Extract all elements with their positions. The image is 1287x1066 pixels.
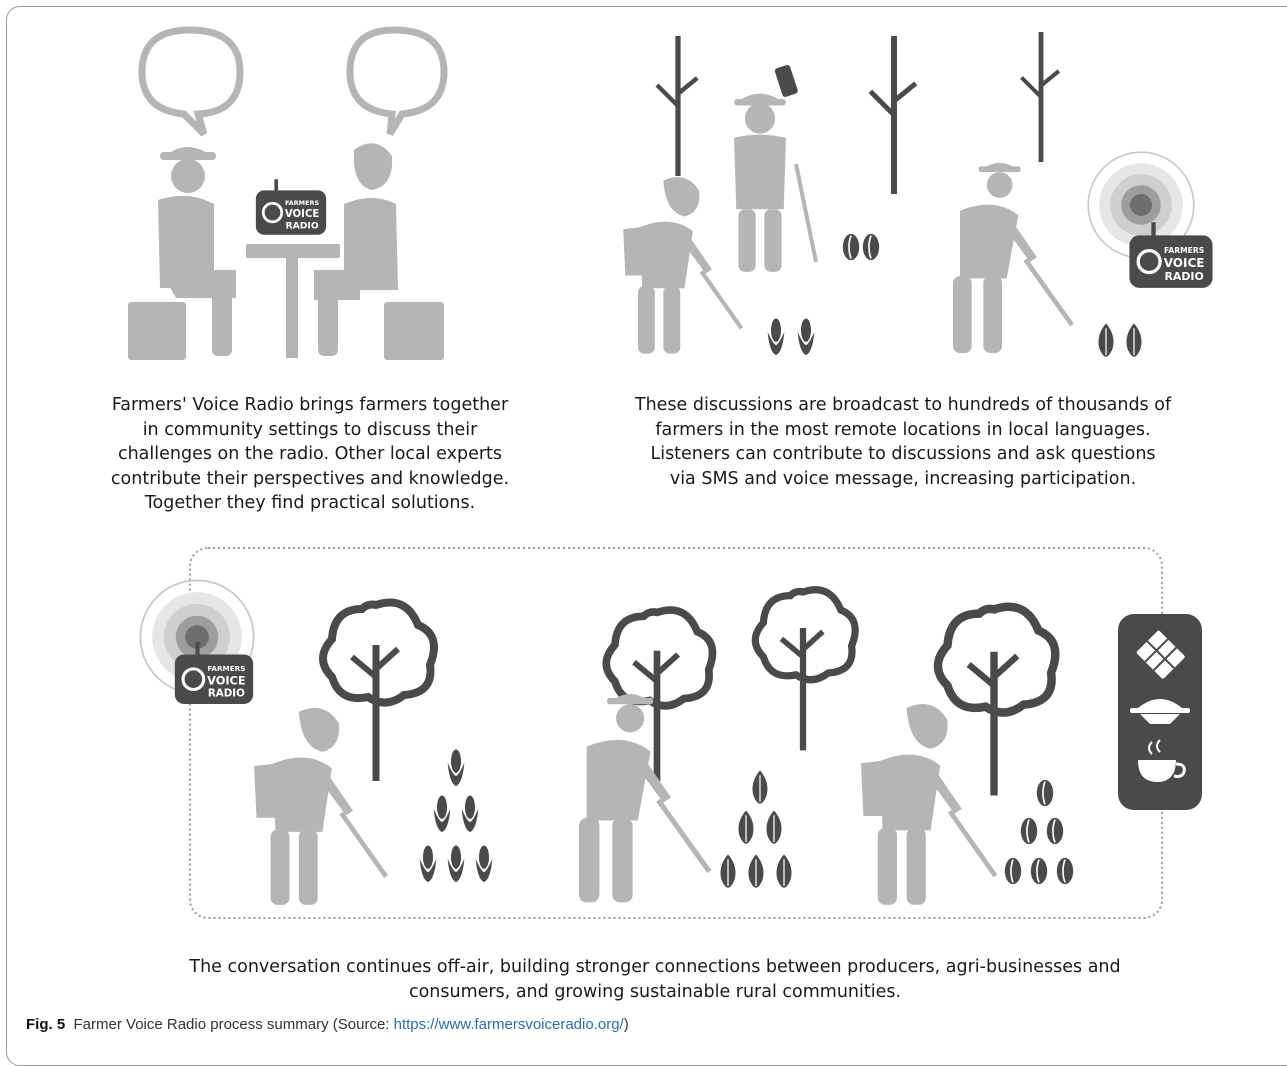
corn-pile (419, 749, 493, 883)
farmer-woman-icon (254, 708, 386, 905)
figure-caption: Fig. 5 Farmer Voice Radio process summar… (26, 1016, 629, 1033)
caption-line: Farmers' Voice Radio brings farmers toge… (111, 395, 509, 415)
farmer-with-phone (734, 64, 818, 272)
tree-icon (1022, 32, 1059, 162)
figure-label: Fig. 5 (26, 1016, 66, 1033)
corn-icon (767, 318, 785, 356)
farmer-woman-icon (861, 704, 995, 905)
coffee-bean-icon (862, 232, 880, 262)
radio-icon (254, 177, 328, 237)
process-illustration: FARMERS VOICE RADIO (128, 26, 1287, 919)
cocoa-pod-icon (1125, 322, 1143, 358)
caption-discussion: Farmers' Voice Radio brings farmers toge… (60, 393, 560, 516)
coffee-cup-icon (1138, 739, 1186, 782)
figure-caption-close: ) (623, 1016, 629, 1033)
tree-icon (938, 607, 1055, 796)
mobile-phone-icon (774, 64, 798, 97)
caption-line: The conversation continues off-air, buil… (189, 957, 1121, 977)
caption-line: in community settings to discuss their (142, 419, 478, 440)
tree-icon (657, 36, 697, 176)
panel-broadcast (623, 32, 1212, 358)
corn-icon (797, 318, 815, 356)
caption-line: consumers, and growing sustainable rural… (408, 981, 902, 1002)
caption-line: farmers in the most remote locations in … (655, 419, 1151, 440)
caption-community: The conversation continues off-air, buil… (100, 955, 1210, 1004)
cocoa-pile (719, 769, 793, 889)
caption-line: Listeners can contribute to discussions … (650, 444, 1156, 464)
farmer-icon (953, 163, 1072, 353)
tree-icon (870, 36, 915, 194)
caption-line: These discussions are broadcast to hundr… (634, 395, 1172, 415)
caption-line: Together they find practical solutions. (144, 493, 476, 513)
coffee-bean-icon (842, 232, 860, 262)
tree-icon (323, 603, 434, 782)
farmer-icon (579, 694, 709, 902)
caption-line: via SMS and voice message, increasing pa… (669, 468, 1137, 489)
farmer-seated-right (314, 143, 444, 360)
farmer-woman-icon (623, 177, 741, 354)
caption-line: contribute their perspectives and knowle… (110, 468, 510, 489)
chocolate-bar-icon (1136, 630, 1185, 679)
caption-line: challenges on the radio. Other local exp… (117, 444, 503, 464)
speech-bubble-icon (346, 26, 448, 136)
products-panel (1118, 614, 1202, 810)
panel-community (139, 547, 1202, 919)
coffee-pile (1004, 779, 1074, 885)
source-link[interactable]: https://www.farmersvoiceradio.org/ (393, 1016, 624, 1033)
caption-broadcast: These discussions are broadcast to hundr… (588, 393, 1218, 491)
cocoa-pod-icon (1097, 322, 1115, 358)
table (246, 244, 340, 358)
tree-icon (755, 590, 855, 751)
bowl-icon (1130, 699, 1190, 724)
farmer-seated-left (128, 147, 236, 360)
panel-discussion (128, 26, 448, 360)
figure-caption-text: Farmer Voice Radio process summary (Sour… (73, 1016, 394, 1033)
speech-bubble-icon (138, 26, 244, 137)
